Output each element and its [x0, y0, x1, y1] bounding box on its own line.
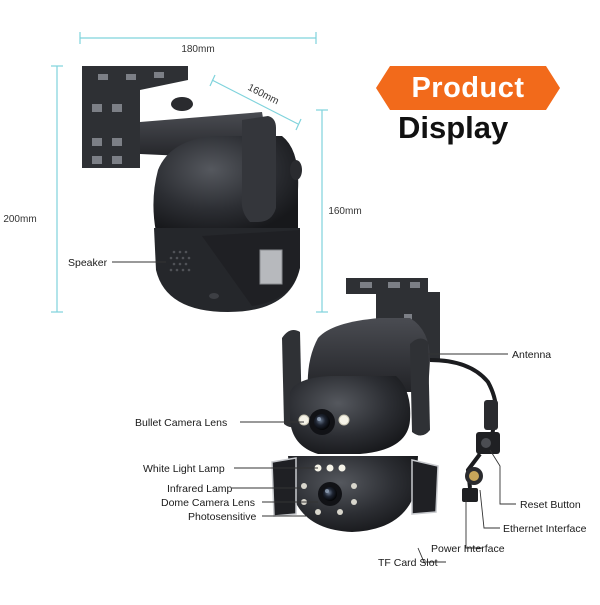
camera-side-view — [82, 66, 302, 312]
product-badge: Product — [376, 66, 560, 110]
camera-front-view — [271, 278, 500, 532]
height-dimension-label: 200mm — [3, 214, 36, 225]
badge-title: Product — [411, 72, 525, 104]
antenna-callout: Antenna — [512, 349, 551, 361]
white-light-lamp-callout: White Light Lamp — [143, 463, 225, 475]
badge-shape — [376, 66, 560, 110]
tf-card-slot-callout: TF Card Slot — [378, 557, 438, 569]
photosensitive-callout: Photosensitive — [188, 511, 256, 523]
dome-camera-lens-callout: Dome Camera Lens — [161, 497, 255, 509]
depth-dimension-label: 160mm — [246, 82, 281, 107]
infrared-lamp-callout: Infrared Lamp — [167, 483, 233, 495]
side-height-dimension-label: 160mm — [328, 206, 361, 217]
ethernet-interface-callout: Ethernet Interface — [503, 523, 587, 535]
page-subtitle: Display — [398, 110, 509, 145]
reset-button-callout: Reset Button — [520, 499, 581, 511]
bullet-camera-lens-callout: Bullet Camera Lens — [135, 417, 227, 429]
speaker-callout: Speaker — [68, 257, 108, 269]
power-interface-callout: Power Interface — [431, 543, 505, 555]
dimension-lines — [51, 32, 328, 313]
width-dimension-label: 180mm — [181, 44, 214, 55]
callout-leader-lines — [232, 353, 516, 563]
